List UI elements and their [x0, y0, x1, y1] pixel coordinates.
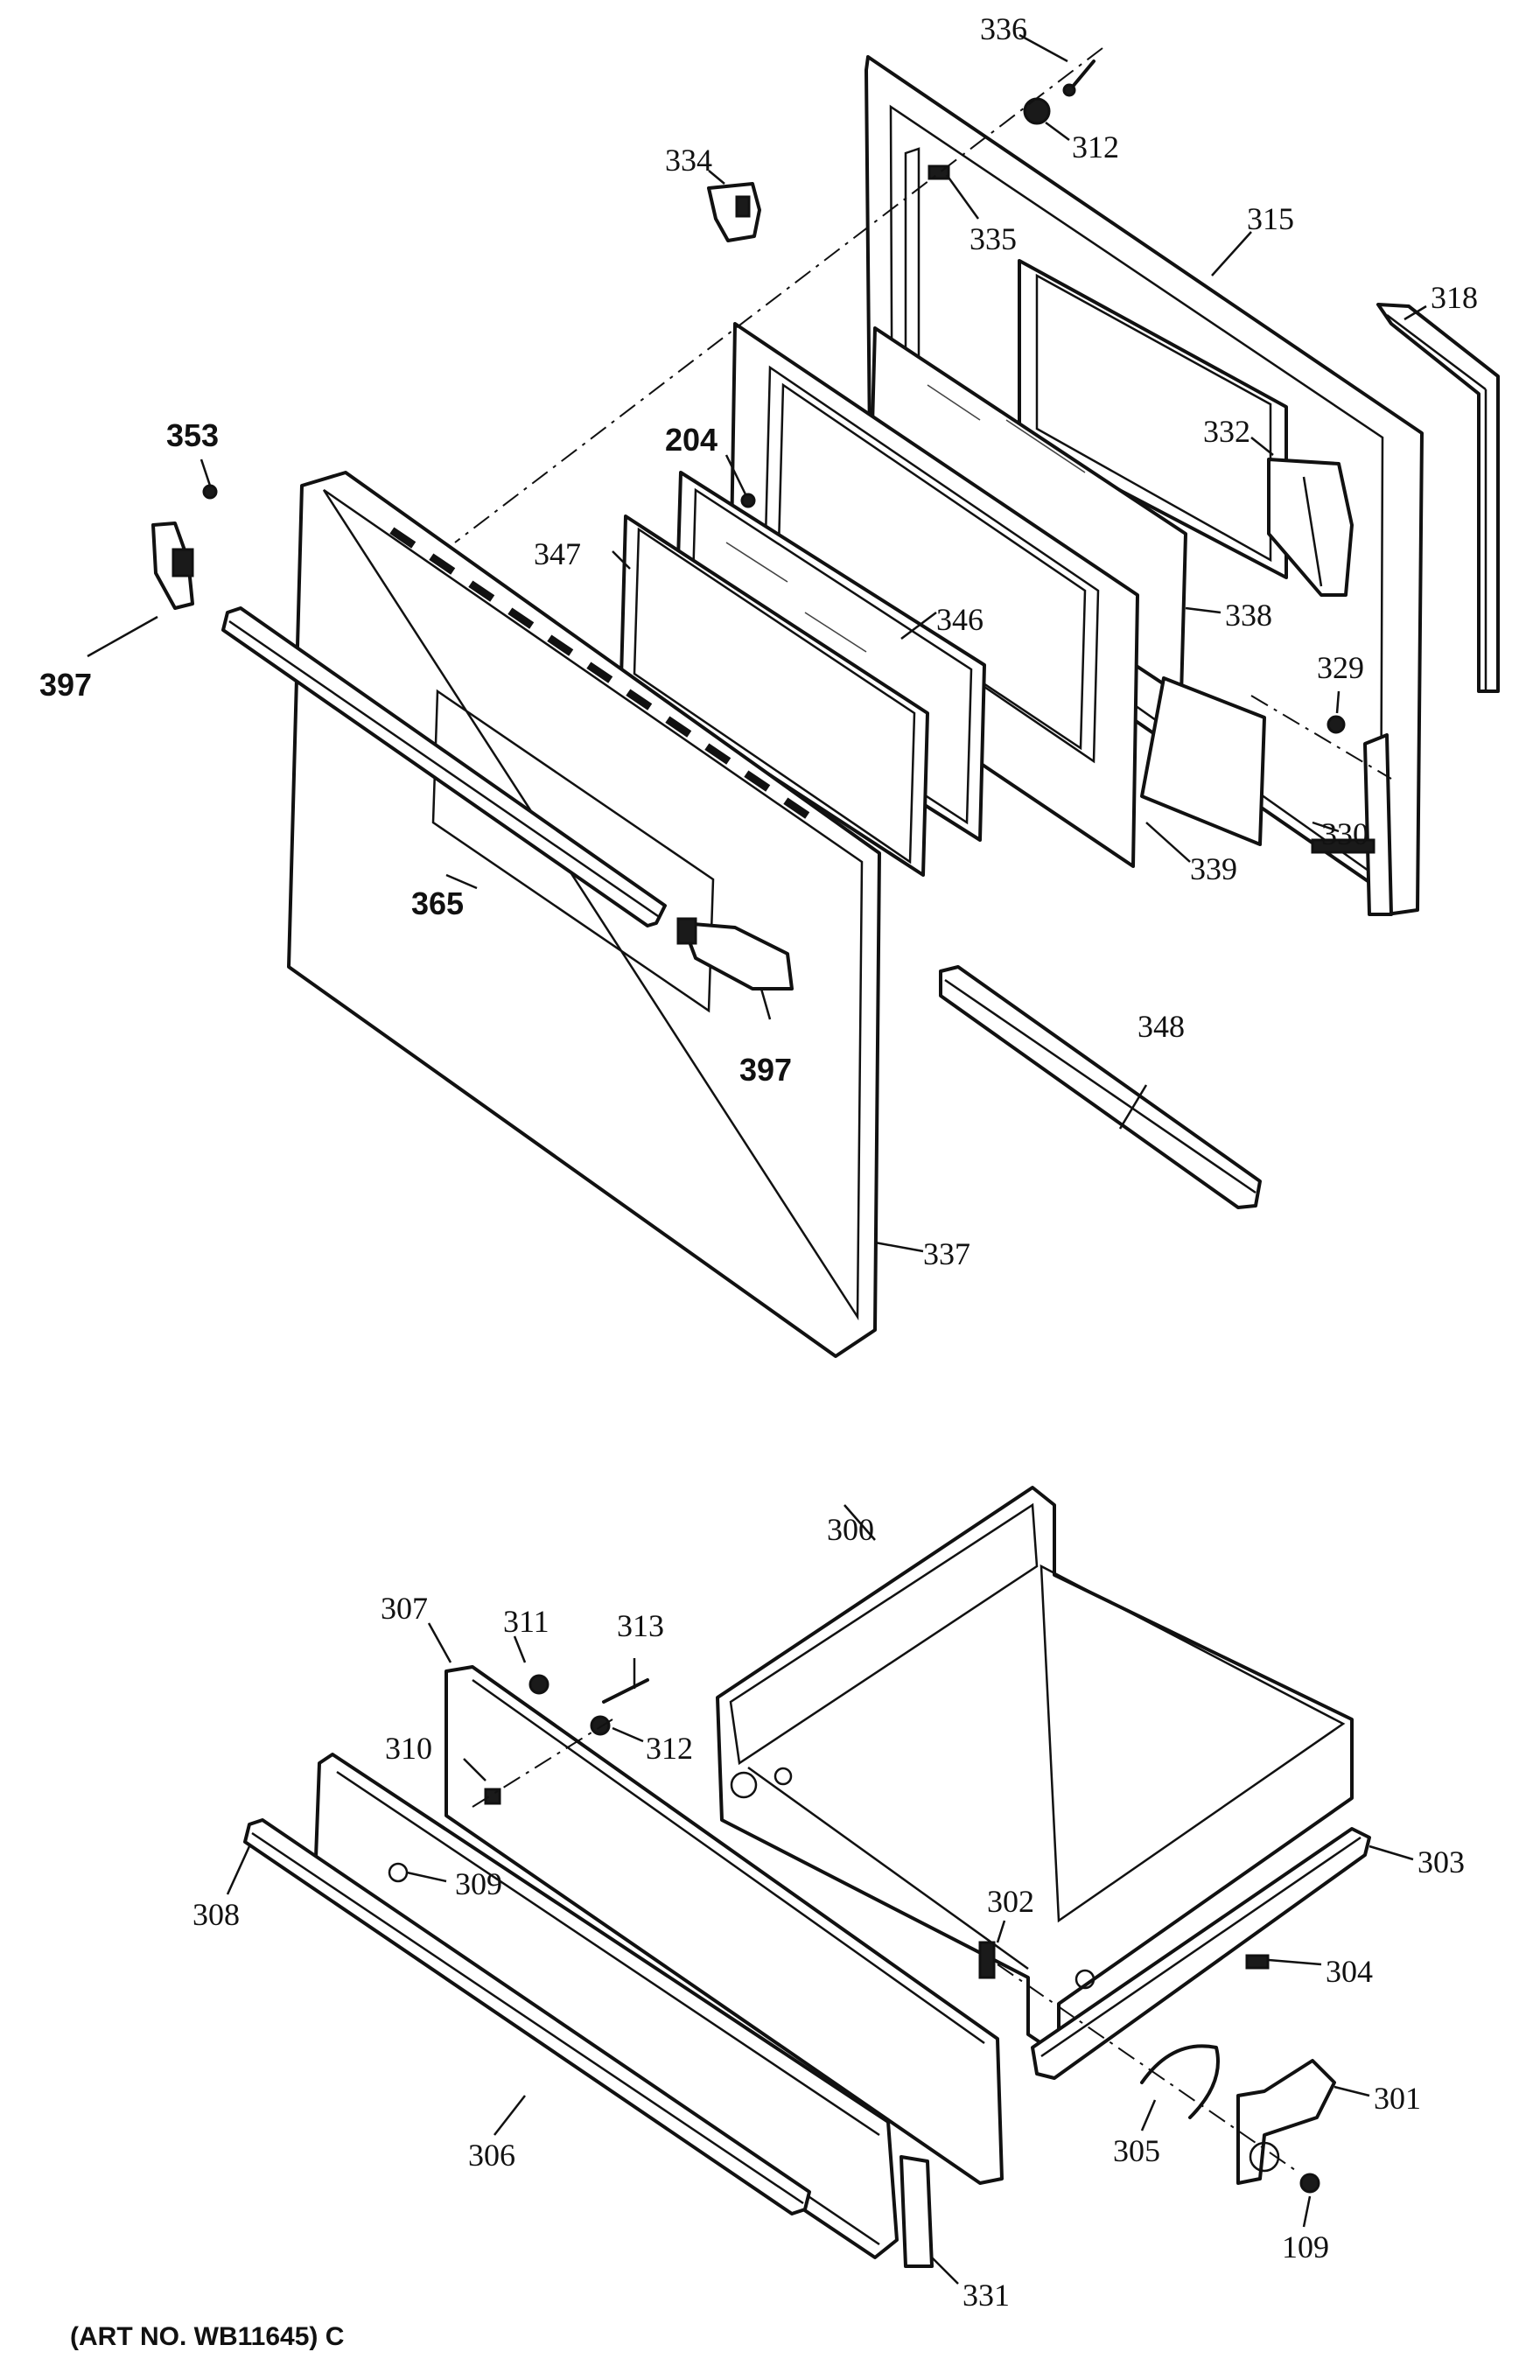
roller-304	[1245, 1954, 1270, 1970]
callout-334: 334	[665, 143, 712, 178]
callout-300: 300	[827, 1512, 874, 1547]
callout-308: 308	[192, 1897, 240, 1932]
callout-353: 353	[166, 417, 219, 453]
grommet-312-top	[1023, 97, 1051, 125]
callout-330: 330	[1321, 816, 1368, 851]
grommet-329	[1326, 715, 1346, 734]
callout-339: 339	[1190, 851, 1237, 886]
handle-end-cap-397-right	[676, 917, 794, 990]
art-number: (ART NO. WB11645) C	[70, 2322, 344, 2351]
callout-309: 309	[455, 1866, 502, 1901]
insulation-339	[1140, 676, 1266, 846]
callout-337: 337	[923, 1236, 970, 1271]
callout-347: 347	[534, 536, 581, 571]
window-frame-347	[620, 514, 929, 877]
callout-305: 305	[1113, 2133, 1160, 2168]
drawer-slide-303	[1031, 1827, 1371, 2080]
drawer-handle-308	[243, 1818, 811, 2216]
screw-336	[1062, 60, 1096, 97]
callout-302: 302	[987, 1884, 1034, 1919]
handle-end-cap-397-left	[151, 522, 194, 610]
outer-door-panel-337	[287, 471, 881, 1358]
door-handle-365	[221, 606, 667, 928]
hinge-334	[707, 182, 761, 242]
callout-331: 331	[962, 2278, 1010, 2313]
callout-318: 318	[1431, 280, 1478, 315]
callout-338: 338	[1225, 598, 1272, 633]
callout-310: 310	[385, 1731, 432, 1766]
callout-397-right: 397	[739, 1052, 792, 1088]
callout-311: 311	[503, 1604, 550, 1639]
hinge-plate-330	[1311, 733, 1393, 916]
screw-353	[202, 484, 218, 500]
roller-302	[978, 1941, 996, 1979]
screw-204	[740, 493, 756, 508]
callout-313: 313	[617, 1608, 664, 1643]
door-bracket-348	[939, 965, 1262, 1209]
callout-336: 336	[980, 11, 1027, 46]
drawer-body-300	[716, 1486, 1354, 2054]
drawer-retainer-301	[1236, 2059, 1336, 2185]
door-stop-332	[1267, 458, 1354, 597]
nut-311	[528, 1674, 550, 1695]
callout-329: 329	[1317, 650, 1364, 685]
callout-397-left: 397	[39, 667, 92, 703]
callout-labels: 336 312 334 335 315 318 353 204 332 397 …	[39, 11, 1478, 2351]
callout-109: 109	[1282, 2230, 1329, 2264]
grommet-312-bottom	[590, 1715, 611, 1736]
callout-312-top: 312	[1072, 130, 1119, 164]
callout-306: 306	[468, 2138, 515, 2173]
spring-clip-305	[1140, 2044, 1220, 2119]
callout-332: 332	[1203, 414, 1250, 449]
callout-365: 365	[411, 886, 464, 921]
callout-301: 301	[1374, 2081, 1421, 2116]
screw-313	[602, 1678, 649, 1704]
callout-335: 335	[970, 221, 1017, 256]
callout-346: 346	[936, 602, 984, 637]
drawer-stop-331	[900, 2155, 934, 2268]
window-frame-346	[729, 322, 1139, 868]
vent-slots	[389, 527, 810, 819]
callout-312-bottom: 312	[646, 1731, 693, 1766]
callout-303: 303	[1418, 1844, 1465, 1880]
inner-door-liner-315	[864, 55, 1424, 916]
door-gasket-318	[1376, 303, 1500, 693]
callout-204: 204	[665, 422, 718, 458]
callout-304: 304	[1326, 1954, 1373, 1989]
callout-315: 315	[1247, 201, 1294, 236]
callout-307: 307	[381, 1591, 428, 1626]
leader-lines	[87, 33, 1427, 2285]
nut-109	[1299, 2173, 1320, 2194]
callout-348: 348	[1138, 1009, 1185, 1044]
drawer-front-panel-307	[444, 1665, 1004, 2185]
